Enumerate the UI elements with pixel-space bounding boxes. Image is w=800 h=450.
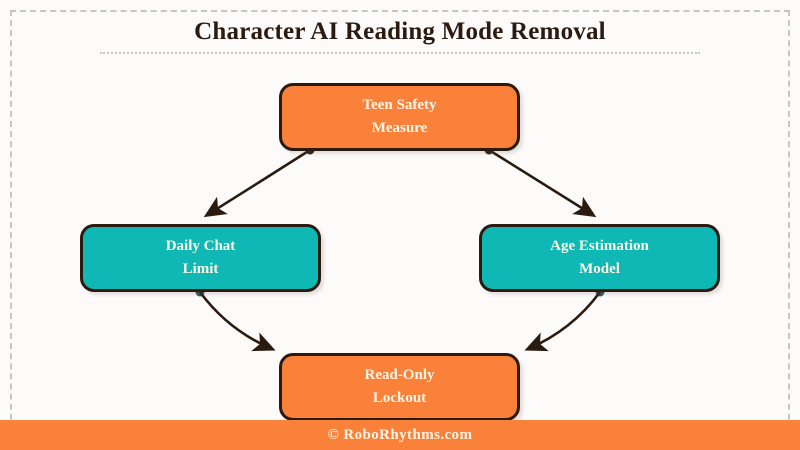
node-label-line-2: Measure	[371, 120, 428, 136]
edge-daily-chat-limit-to-read-only-lockout	[198, 291, 276, 352]
node-teen-safety-measure[interactable]: Teen Safety Measure	[279, 83, 520, 151]
node-label-line-1: Daily Chat	[165, 237, 236, 254]
node-age-estimation-model[interactable]: Age Estimation Model	[479, 224, 720, 292]
node-daily-chat-limit[interactable]: Daily Chat Limit	[80, 224, 321, 292]
footer-credit-text: © RoboRhythms.com	[327, 426, 473, 443]
node-label-line-2: Model	[579, 261, 620, 277]
node-label-line-2: Limit	[182, 261, 219, 277]
page-title: Character AI Reading Mode Removal	[194, 18, 606, 45]
node-label-line-1: Age Estimation	[550, 237, 649, 254]
node-label-line-2: Lockout	[372, 390, 427, 406]
footer-bar: © RoboRhythms.com	[0, 420, 800, 450]
edge-teen-safety-to-daily-chat-limit	[203, 148, 311, 218]
node-label-line-1: Teen Safety	[362, 96, 437, 113]
node-read-only-lockout[interactable]: Read-Only Lockout	[279, 353, 520, 421]
node-label-line-1: Read-Only	[364, 366, 435, 383]
edge-teen-safety-to-age-estimation	[488, 148, 597, 218]
edge-age-estimation-to-read-only-lockout	[524, 291, 602, 352]
title-divider	[100, 52, 700, 54]
